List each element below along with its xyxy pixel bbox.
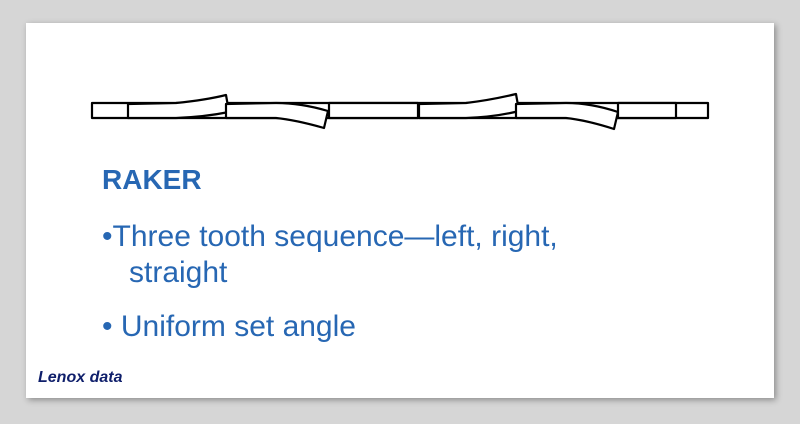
tooth-right-set: [514, 101, 620, 131]
bullet-dot: •: [102, 310, 113, 343]
slide-card: RAKER •Three tooth sequence—left, right,…: [26, 23, 774, 398]
tooth-left-set: [417, 92, 521, 120]
tooth-left-set: [126, 93, 231, 120]
bullet-text-continuation: straight: [129, 256, 228, 289]
bullet-text: Uniform set angle: [120, 310, 356, 343]
bullet-text: Three tooth sequence—left, right,: [112, 220, 558, 253]
tooth-straight: [327, 101, 420, 120]
bullet-item: •Three tooth sequence—left, right,: [102, 219, 558, 255]
source-credit: Lenox data: [38, 369, 123, 386]
saw-tooth-diagram: [90, 92, 710, 131]
bullet-item: • Uniform set angle: [102, 309, 356, 345]
diagram-title: RAKER: [102, 164, 202, 195]
bullet-dot: •: [102, 220, 113, 253]
tooth-right-set: [224, 101, 330, 130]
tooth-straight: [616, 101, 678, 120]
